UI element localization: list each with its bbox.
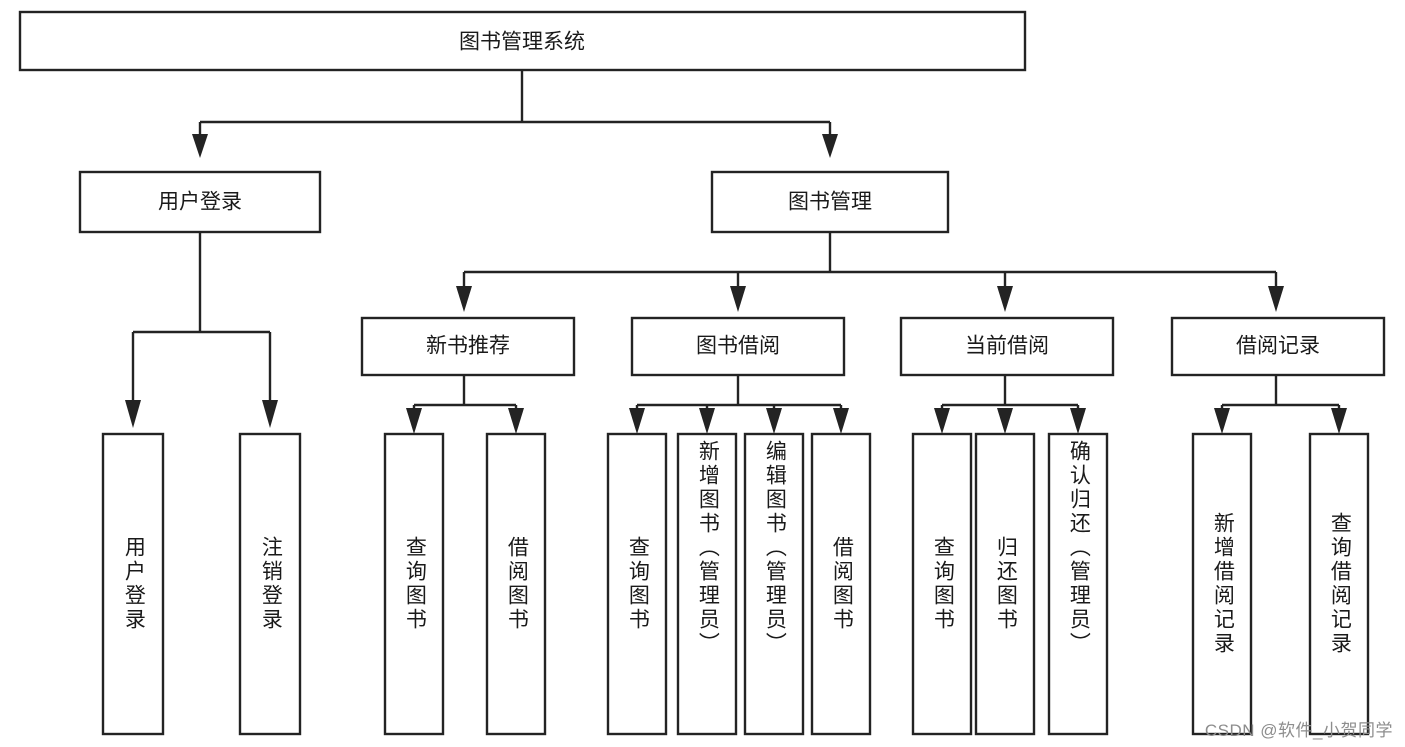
connector-group-current-borrow xyxy=(934,375,1086,434)
arrow-head-leaf-query-book-3 xyxy=(934,408,950,434)
arrow-head-borrow-record xyxy=(1268,286,1284,312)
connector-group-borrow-record xyxy=(1214,375,1347,434)
node-new-book-recommend-box[interactable] xyxy=(360,316,576,377)
connector-group-new-book-recommend xyxy=(406,375,524,434)
leaf-borrow-book-2-box[interactable] xyxy=(810,432,872,736)
watermark-text: CSDN @软件_小贺同学 xyxy=(1204,721,1393,740)
node-borrow-record-box[interactable] xyxy=(1170,316,1386,377)
leaf-query-book-3-box[interactable] xyxy=(911,432,973,736)
node-user-login-label: 用户登录 xyxy=(158,191,242,214)
arrow-head-book-borrow xyxy=(730,286,746,312)
node-book-borrow[interactable]: 图书借阅 xyxy=(630,316,846,377)
connector-group-book-management xyxy=(456,232,1284,312)
node-root-label: 图书管理系统 xyxy=(459,31,585,54)
arrow-head-leaf-logout xyxy=(262,400,278,428)
node-book-management-label: 图书管理 xyxy=(788,191,872,214)
arrow-head-book-management xyxy=(822,134,838,158)
node-current-borrow-label: 当前借阅 xyxy=(965,335,1049,358)
arrow-head-current-borrow xyxy=(997,286,1013,312)
node-book-borrow-label: 图书借阅 xyxy=(696,335,780,358)
node-root[interactable]: 图书管理系统 xyxy=(18,10,1027,72)
arrow-head-leaf-query-record xyxy=(1331,408,1347,434)
node-borrow-record-label: 借阅记录 xyxy=(1236,335,1320,358)
arrow-head-leaf-query-book-1 xyxy=(406,408,422,434)
leaf-user-login-box[interactable] xyxy=(101,432,165,736)
connector-group-root xyxy=(192,70,838,158)
arrow-head-leaf-edit-book xyxy=(766,408,782,434)
node-book-management-box[interactable] xyxy=(710,170,950,234)
node-new-book-recommend[interactable]: 新书推荐 xyxy=(360,316,576,377)
connector-group-book-borrow xyxy=(629,375,849,434)
arrow-head-leaf-query-book-2 xyxy=(629,408,645,434)
leaf-add-record-box[interactable] xyxy=(1191,432,1253,736)
arrow-head-new-book-recommend xyxy=(456,286,472,312)
node-book-borrow-box[interactable] xyxy=(630,316,846,377)
node-borrow-record[interactable]: 借阅记录 xyxy=(1170,316,1386,377)
node-current-borrow[interactable]: 当前借阅 xyxy=(899,316,1115,377)
arrow-head-leaf-return-book xyxy=(997,408,1013,434)
node-book-management[interactable]: 图书管理 xyxy=(710,170,950,234)
node-root-box[interactable] xyxy=(18,10,1027,72)
arrow-head-user-login xyxy=(192,134,208,158)
arrow-head-leaf-user-login xyxy=(125,400,141,428)
leaf-add-book-box[interactable] xyxy=(676,432,738,736)
leaf-logout-box[interactable] xyxy=(238,432,302,736)
leaf-query-record-box[interactable] xyxy=(1308,432,1370,736)
arrow-head-leaf-confirm-return xyxy=(1070,408,1086,434)
node-current-borrow-box[interactable] xyxy=(899,316,1115,377)
leaf-query-book-2-box[interactable] xyxy=(606,432,668,736)
leaf-edit-book-box[interactable] xyxy=(743,432,805,736)
leaf-query-book-1-box[interactable] xyxy=(383,432,445,736)
leaf-confirm-return-box[interactable] xyxy=(1047,432,1109,736)
arrow-head-leaf-borrow-book-1 xyxy=(508,408,524,434)
arrow-head-leaf-borrow-book-2 xyxy=(833,408,849,434)
arrow-head-leaf-add-book xyxy=(699,408,715,434)
node-user-login-box[interactable] xyxy=(78,170,322,234)
connector-group-user-login xyxy=(125,232,278,428)
arrow-head-leaf-add-record xyxy=(1214,408,1230,434)
leaf-boxes xyxy=(101,432,1370,736)
node-new-book-recommend-label: 新书推荐 xyxy=(426,335,510,358)
leaf-borrow-book-1-box[interactable] xyxy=(485,432,547,736)
node-user-login[interactable]: 用户登录 xyxy=(78,170,322,234)
leaf-return-book-box[interactable] xyxy=(974,432,1036,736)
